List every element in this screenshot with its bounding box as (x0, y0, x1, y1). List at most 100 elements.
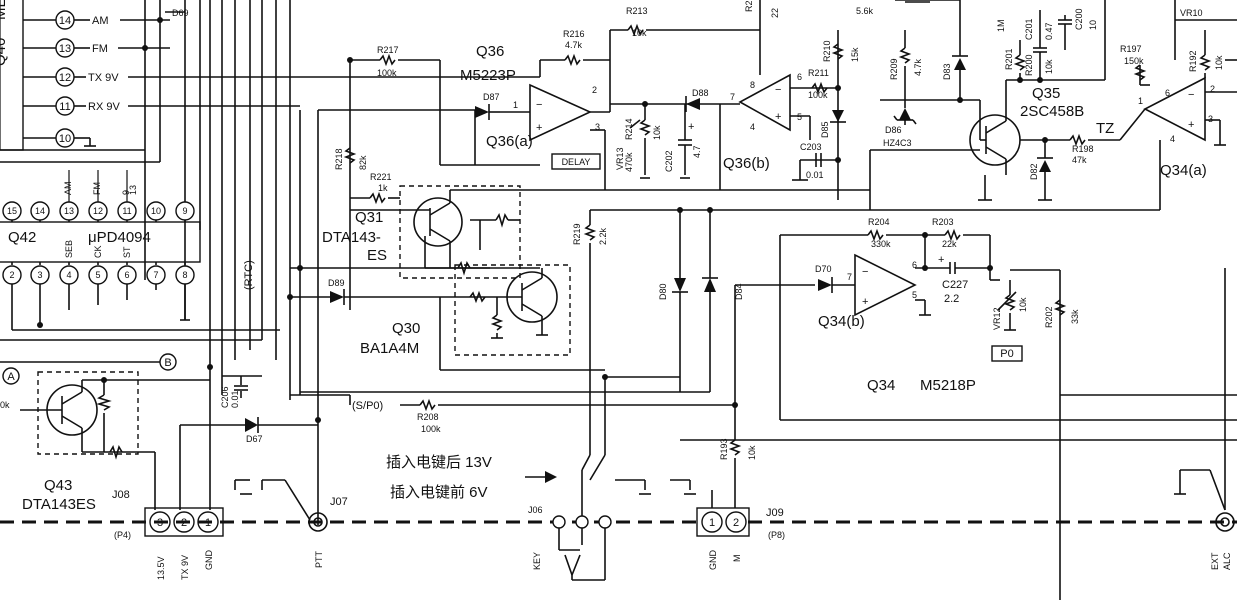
svg-text:47k: 47k (1072, 155, 1087, 165)
svg-text:13: 13 (64, 206, 74, 216)
connector-j06: J06 KEY (528, 454, 696, 581)
q36b-opamp: − + 7 6 5 8 4 Q36(b) R211 100k R210 15k … (719, 30, 860, 200)
d80-d84: D80 D84 (658, 210, 744, 392)
q40-pin-14: 14 (23, 10, 75, 30)
svg-text:2: 2 (9, 270, 14, 280)
svg-text:82k: 82k (358, 155, 368, 170)
svg-text:VR13: VR13 (615, 147, 625, 170)
svg-text:PTT: PTT (314, 550, 324, 568)
svg-text:R200: R200 (1024, 54, 1034, 76)
svg-text:7: 7 (730, 92, 735, 102)
svg-text:6: 6 (1165, 88, 1170, 98)
svg-text:D83: D83 (942, 63, 952, 80)
svg-text:J09: J09 (766, 507, 784, 519)
svg-text:2: 2 (1210, 84, 1215, 94)
svg-text:10: 10 (151, 206, 161, 216)
svg-text:3: 3 (1208, 114, 1213, 124)
svg-text:4: 4 (750, 122, 755, 132)
svg-text:5.6k: 5.6k (856, 6, 874, 16)
svg-text:22: 22 (770, 8, 780, 18)
svg-text:−: − (1188, 89, 1194, 101)
svg-text:2: 2 (592, 85, 597, 95)
svg-text:GND: GND (708, 550, 718, 571)
svg-text:R216: R216 (563, 29, 585, 39)
connector-j07: J07 PTT (234, 479, 348, 568)
svg-text:2.2: 2.2 (944, 293, 959, 305)
svg-text:R210: R210 (822, 40, 832, 62)
q36-part: M5223P (460, 67, 516, 84)
svg-text:6: 6 (912, 260, 917, 270)
svg-text:12: 12 (59, 72, 71, 84)
svg-text:+: + (688, 121, 694, 133)
svg-text:−: − (536, 99, 542, 111)
svg-text:6: 6 (797, 72, 802, 82)
svg-text:1: 1 (709, 517, 715, 529)
svg-text:2: 2 (733, 517, 739, 529)
svg-text:4.7k: 4.7k (565, 40, 583, 50)
svg-text:C203: C203 (800, 142, 822, 152)
svg-text:9: 9 (182, 206, 187, 216)
svg-text:1: 1 (1138, 96, 1143, 106)
svg-text:330k: 330k (871, 239, 891, 249)
svg-text:3: 3 (37, 270, 42, 280)
net-rx9v: RX 9V (88, 101, 120, 113)
svg-text:J07: J07 (330, 496, 348, 508)
node-a: A (7, 371, 15, 383)
svg-text:−: − (775, 84, 781, 96)
svg-text:C227: C227 (942, 279, 968, 291)
q40-pin-13: 13 (23, 38, 75, 58)
svg-text:C202: C202 (664, 150, 674, 172)
svg-text:C206: C206 (220, 386, 230, 408)
svg-text:10k: 10k (652, 125, 662, 140)
svg-text:7: 7 (847, 272, 852, 282)
svg-text:R217: R217 (377, 45, 399, 55)
node-b: B (0, 353, 177, 371)
svg-text:D82: D82 (1029, 163, 1039, 180)
q34-ref: Q34 (867, 377, 895, 394)
svg-text:100k: 100k (377, 68, 397, 78)
svg-text:R2: R2 (744, 0, 754, 12)
delay-label: DELAY (562, 157, 591, 167)
svg-text:10k: 10k (1214, 55, 1224, 70)
r217-r218: R218 82k R217 100k (290, 45, 540, 310)
r193-j09: R193 10k 1 2 J09 (P8) GND M (696, 284, 815, 571)
svg-text:R219: R219 (572, 223, 582, 245)
svg-text:D88: D88 (692, 88, 709, 98)
key-annotation: 插入电键后 13V 插入电键前 6V (386, 454, 557, 501)
q34-part: M5218P (920, 377, 976, 394)
q36-ref: Q36 (476, 43, 504, 60)
q34a-label: Q34(a) (1160, 162, 1207, 179)
svg-text:R193: R193 (719, 438, 729, 460)
svg-text:1M: 1M (996, 19, 1006, 32)
q42-part: μPD4094 (88, 229, 151, 246)
svg-text:+: + (775, 111, 781, 123)
svg-text:ES: ES (367, 247, 387, 264)
svg-text:R198: R198 (1072, 144, 1094, 154)
svg-text:R209: R209 (889, 58, 899, 80)
svg-text:R213: R213 (626, 6, 648, 16)
r201-r200-c201-c200: R201 1M C201 0.47 R200 10k C200 10 (996, 0, 1106, 83)
svg-text:C201: C201 (1024, 18, 1034, 40)
svg-text:R192: R192 (1188, 50, 1198, 72)
ic-q42: Q42 μPD4094 15 14 13 12 11 10 9 AM FM 9 … (0, 170, 280, 341)
connector-j08: J08 (P4) 3 2 1 13.5V TX 9V GND (112, 489, 224, 580)
svg-text:KEY: KEY (532, 552, 542, 570)
net-am: AM (92, 15, 109, 27)
svg-text:9: 9 (121, 190, 131, 195)
sp0-r208: (S/P0) R208 100k (290, 297, 735, 455)
svg-text:B: B (164, 357, 171, 369)
q34b-label: Q34(b) (818, 313, 865, 330)
svg-text:R208: R208 (417, 412, 439, 422)
ic-q40: Q40 ME 14 13 12 11 10 (0, 0, 75, 151)
q31-part: DTA143- (322, 229, 381, 246)
q30-part: BA1A4M (360, 340, 419, 357)
svg-text:6: 6 (124, 270, 129, 280)
left-bus-lines (0, 0, 321, 525)
svg-text:8: 8 (182, 270, 187, 280)
svg-text:13: 13 (59, 43, 71, 55)
q36a-label: Q36(a) (486, 133, 533, 150)
svg-text:11: 11 (122, 206, 131, 216)
svg-text:AM: AM (63, 182, 73, 196)
q43-transistor-block: A 0k Q43 DTA143ES (0, 367, 210, 513)
